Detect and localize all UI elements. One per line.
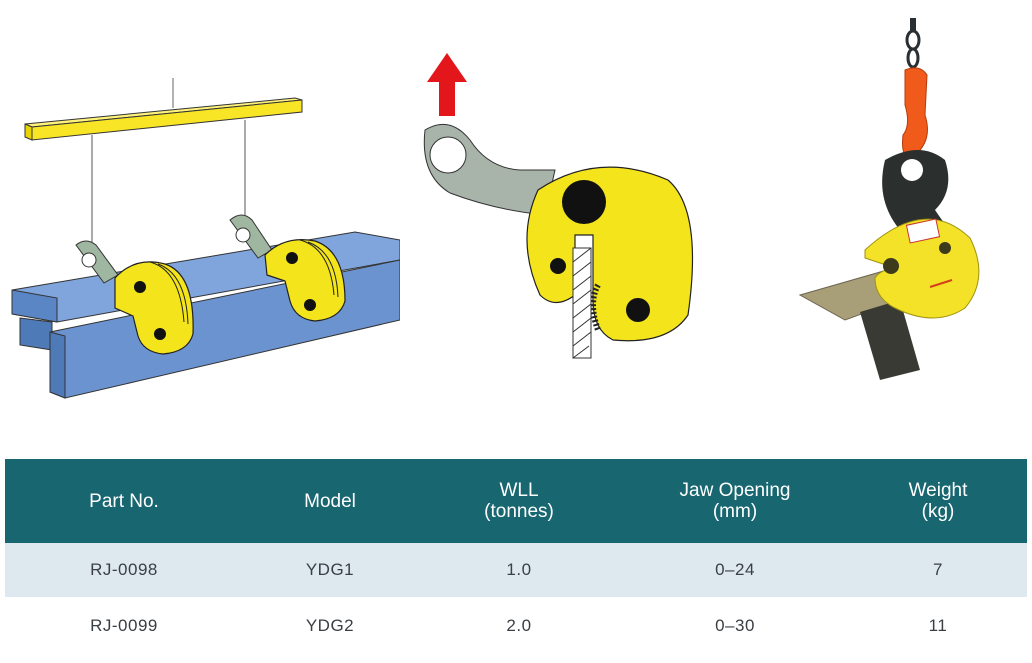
clamp-body-photo-icon [864,218,980,319]
header-jaw-opening: Jaw Opening(mm) [621,459,849,543]
lifting-eye-icon [423,123,556,216]
cell-wll: 1.0 [417,543,621,597]
steel-plate-icon [572,247,592,359]
clamp-product-photo [798,18,980,380]
i-beam-icon [11,231,400,399]
cell-jaw-opening: 0–30 [621,597,849,655]
beam-lifting-illustration [11,78,400,399]
cell-part-no: RJ-0099 [5,597,243,655]
table-header-row: Part No. Model WLL(tonnes) Jaw Opening(m… [5,459,1027,543]
clamp-right-icon [229,214,346,322]
chain-icon [905,18,921,69]
header-label: Weight [908,480,968,501]
header-label: WLL [499,480,539,501]
cell-weight: 7 [849,543,1027,597]
header-weight: Weight(kg) [849,459,1027,543]
cell-model: YDG1 [243,543,417,597]
table-row: RJ-0099 YDG2 2.0 0–30 11 [5,597,1027,655]
table-row: RJ-0098 YDG1 1.0 0–24 7 [5,543,1027,597]
lift-wire-icon [91,78,246,245]
cell-wll: 2.0 [417,597,621,655]
clamp-left-icon [75,240,194,355]
cell-model: YDG2 [243,597,417,655]
header-unit: (tonnes) [484,501,554,522]
cell-weight: 11 [849,597,1027,655]
clamp-body-icon [526,166,694,342]
specification-table: Part No. Model WLL(tonnes) Jaw Opening(m… [5,459,1027,655]
cell-jaw-opening: 0–24 [621,543,849,597]
header-label: Model [304,490,356,512]
header-unit: (kg) [921,501,955,522]
header-unit: (mm) [712,501,758,522]
header-model: Model [243,459,417,543]
header-label: Jaw Opening [679,480,791,501]
hook-icon [902,67,928,158]
header-label: Part No. [89,490,159,512]
lift-arrow-icon [427,53,467,116]
spreader-bar-icon [24,97,303,141]
header-part-no: Part No. [5,459,243,543]
header-wll: WLL(tonnes) [417,459,621,543]
cell-part-no: RJ-0098 [5,543,243,597]
clamp-cross-section-illustration [423,53,694,359]
